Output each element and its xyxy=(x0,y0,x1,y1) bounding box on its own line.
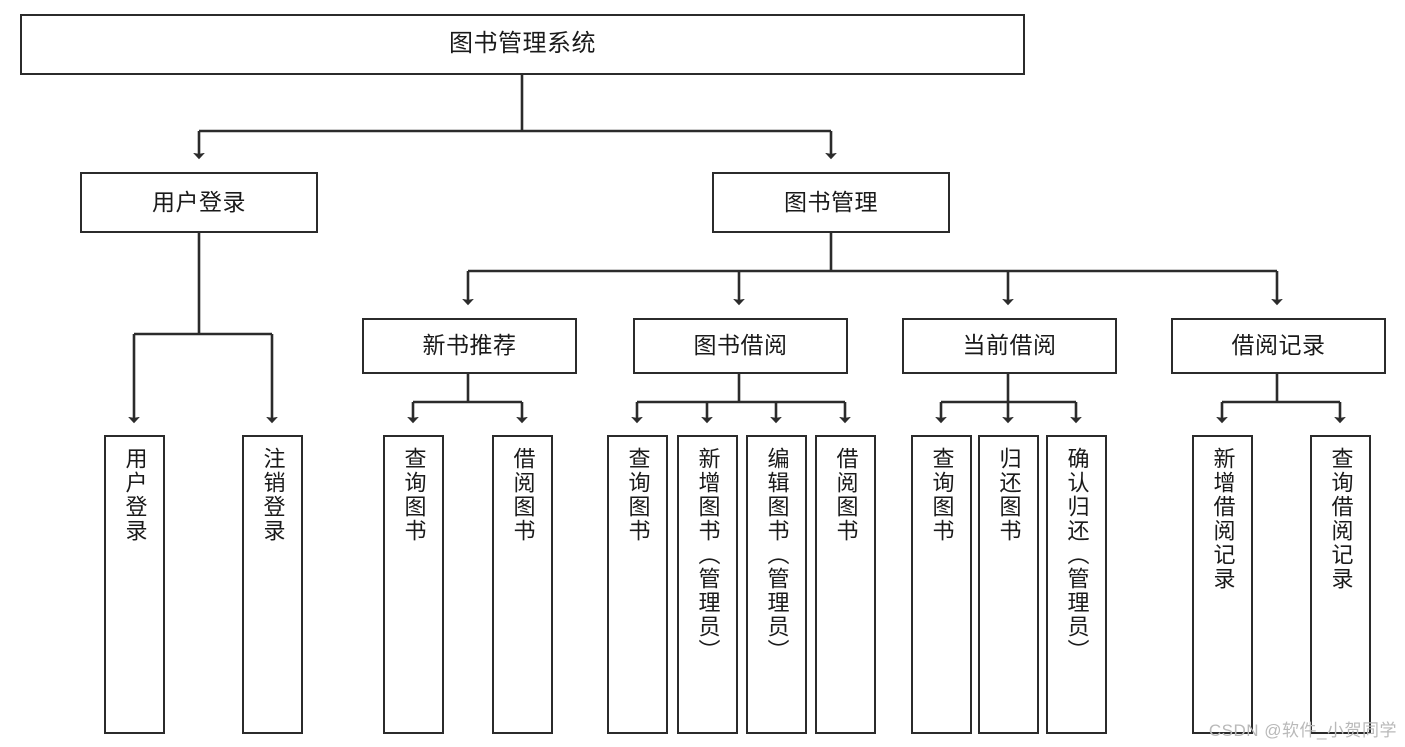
node-label: 当前借阅 xyxy=(962,332,1057,359)
node-book-borrow[interactable]: 图书借阅 xyxy=(633,318,848,374)
leaf-record-query-borrow-record[interactable]: 查询借阅记录 xyxy=(1310,435,1371,734)
leaf-record-add-borrow-record[interactable]: 新增借阅记录 xyxy=(1192,435,1253,734)
leaf-logout[interactable]: 注销登录 xyxy=(242,435,303,734)
node-label: 图书管理系统 xyxy=(449,30,596,58)
leaf-user-login[interactable]: 用户登录 xyxy=(104,435,165,734)
leaf-borrow-lend-book[interactable]: 借阅图书 xyxy=(815,435,876,734)
node-label: 归还图书 xyxy=(996,447,1022,543)
node-current-borrow[interactable]: 当前借阅 xyxy=(902,318,1117,374)
node-new-book-recommend[interactable]: 新书推荐 xyxy=(362,318,577,374)
node-label: 借阅图书 xyxy=(833,447,859,543)
node-root-book-management-system[interactable]: 图书管理系统 xyxy=(20,14,1025,75)
leaf-current-query-book[interactable]: 查询图书 xyxy=(911,435,972,734)
node-label: 编辑图书（管理员） xyxy=(764,447,790,663)
node-label: 查询图书 xyxy=(401,447,427,543)
node-label: 确认归还（管理员） xyxy=(1064,447,1090,663)
csdn-watermark: CSDN @软件_小贺同学 xyxy=(1208,721,1397,740)
node-label: 新增借阅记录 xyxy=(1210,447,1236,591)
node-label: 借阅记录 xyxy=(1231,332,1326,359)
node-label: 用户登录 xyxy=(152,188,246,215)
node-label: 查询图书 xyxy=(625,447,651,543)
node-user-login[interactable]: 用户登录 xyxy=(80,172,318,233)
leaf-borrow-edit-book-admin[interactable]: 编辑图书（管理员） xyxy=(746,435,807,734)
node-label: 借阅图书 xyxy=(510,447,536,543)
node-label: 用户登录 xyxy=(122,447,148,543)
node-label: 查询图书 xyxy=(929,447,955,543)
leaf-borrow-query-book[interactable]: 查询图书 xyxy=(607,435,668,734)
node-label: 图书借阅 xyxy=(693,332,788,359)
leaf-newbook-borrow-book[interactable]: 借阅图书 xyxy=(492,435,553,734)
leaf-current-confirm-return-admin[interactable]: 确认归还（管理员） xyxy=(1046,435,1107,734)
node-book-management[interactable]: 图书管理 xyxy=(712,172,950,233)
node-label: 新书推荐 xyxy=(422,332,517,359)
node-label: 新增图书（管理员） xyxy=(695,447,721,663)
node-label: 查询借阅记录 xyxy=(1328,447,1354,591)
leaf-current-return-book[interactable]: 归还图书 xyxy=(978,435,1039,734)
leaf-newbook-query-book[interactable]: 查询图书 xyxy=(383,435,444,734)
node-borrow-record[interactable]: 借阅记录 xyxy=(1171,318,1386,374)
node-label: 注销登录 xyxy=(260,447,286,543)
leaf-borrow-add-book-admin[interactable]: 新增图书（管理员） xyxy=(677,435,738,734)
node-label: 图书管理 xyxy=(784,188,878,215)
